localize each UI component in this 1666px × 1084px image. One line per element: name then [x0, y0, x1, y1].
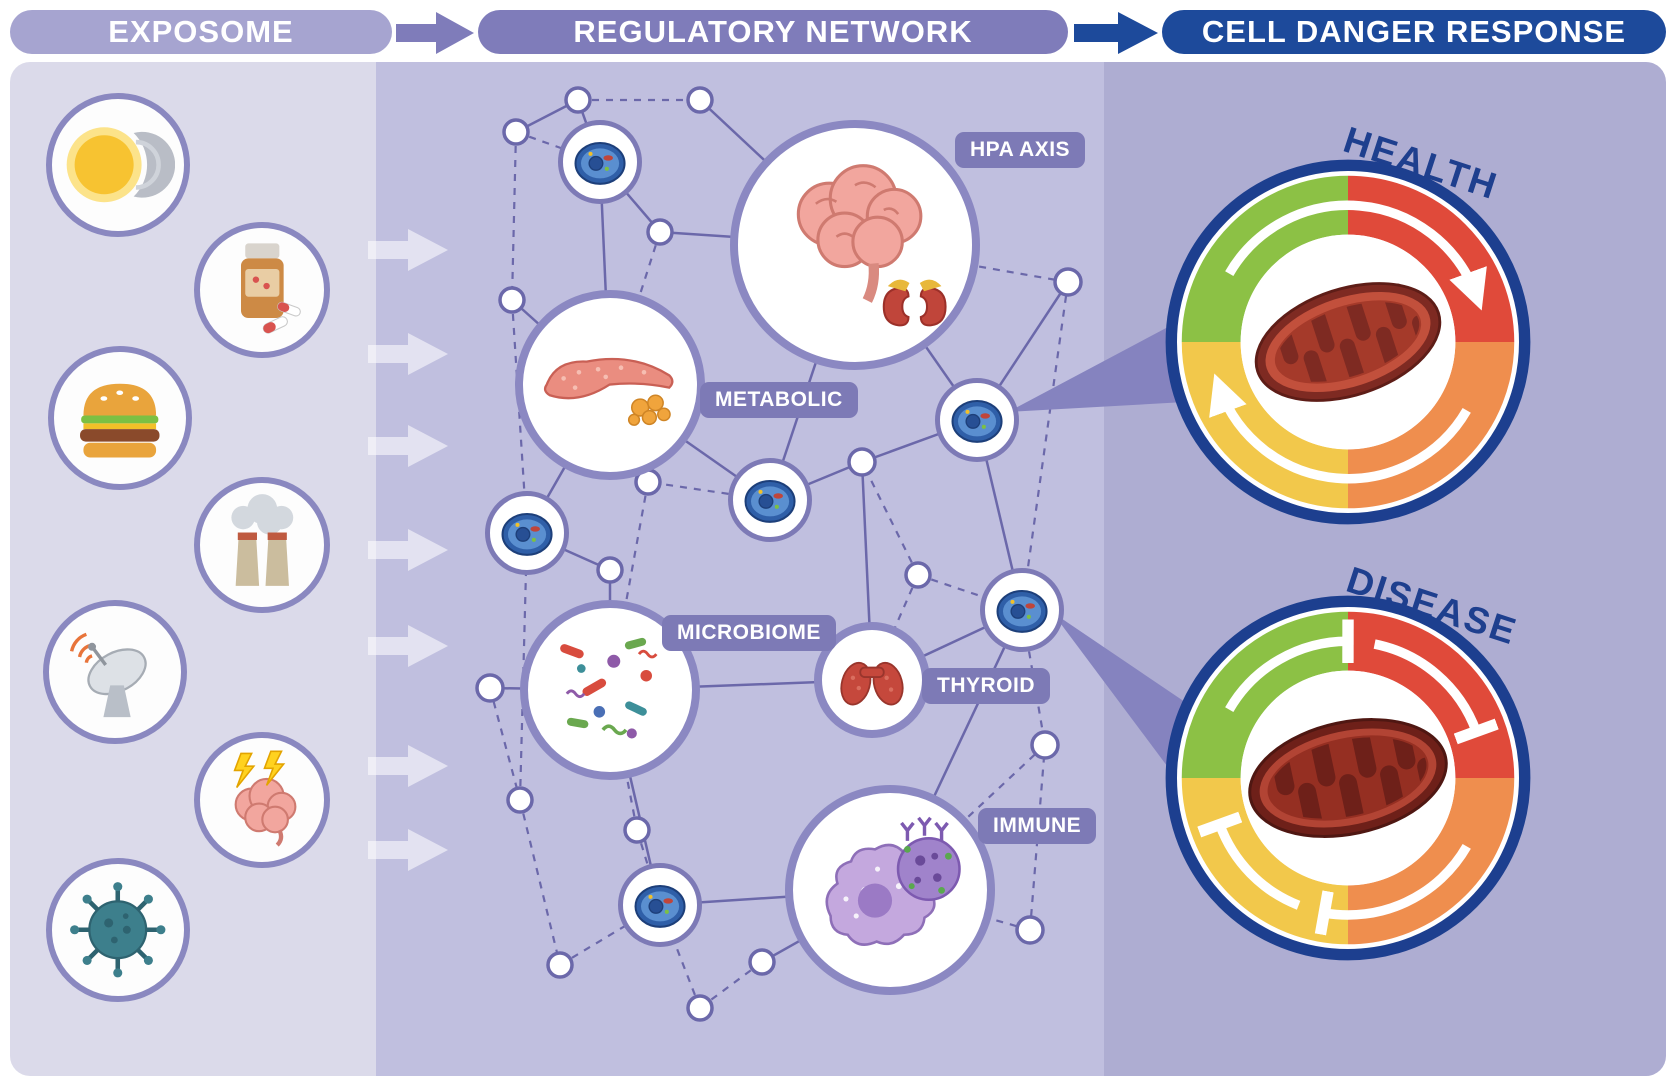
feed-arrow-icon — [368, 745, 448, 787]
arrow-right-icon — [1074, 12, 1158, 54]
feed-arrow-icon — [368, 829, 448, 871]
thyroid-label: THYROID — [922, 668, 1050, 704]
cell-node — [935, 378, 1019, 462]
cell-node — [485, 491, 569, 575]
exposome-item-pollution — [194, 477, 330, 613]
virus-icon — [70, 882, 166, 978]
pancreas-icon — [544, 358, 674, 427]
header-regulatory-network: REGULATORY NETWORK — [478, 10, 1068, 54]
exposome-item-light-cycle — [46, 93, 190, 237]
exposome-item-pathogens — [46, 858, 190, 1002]
cell-node — [728, 458, 812, 542]
cell-icon — [634, 884, 686, 928]
microbiome-node — [520, 600, 700, 780]
metabolic-node — [515, 290, 705, 480]
mitochondrion-swollen-icon — [1248, 718, 1448, 838]
exposome-item-medications — [194, 222, 330, 358]
cell-icon — [574, 141, 626, 185]
mitochondrion-icon — [1254, 282, 1442, 402]
satellite-dish-icon — [70, 632, 147, 718]
exposome-item-diet — [48, 346, 192, 490]
immune-cells-icon — [825, 816, 961, 946]
metabolic-label: METABOLIC — [700, 382, 858, 418]
brain-lightning-icon — [233, 750, 297, 847]
cell-icon — [951, 399, 1003, 443]
microbiome-label: MICROBIOME — [662, 615, 836, 651]
cell-node — [618, 863, 702, 947]
feed-arrow-icon — [368, 625, 448, 667]
header-exposome: EXPOSOME — [10, 10, 392, 54]
exposome-item-emf — [43, 600, 187, 744]
hpa-axis-label: HPA AXIS — [955, 132, 1086, 168]
hpa-axis-node — [730, 120, 980, 370]
sun-moon-icon — [66, 127, 175, 203]
header-cell-danger-response: CELL DANGER RESPONSE — [1162, 10, 1666, 54]
thyroid-icon — [840, 661, 904, 706]
feed-arrow-icon — [368, 425, 448, 467]
health-gauge — [1158, 152, 1538, 532]
cell-icon — [501, 512, 553, 556]
network-junction-nodes — [475, 86, 1083, 1022]
exposome-item-stress — [194, 732, 330, 868]
hamburger-icon — [80, 383, 160, 458]
disease-blocked-cycle-icon — [1165, 595, 1531, 961]
feed-arrow-icon — [368, 229, 448, 271]
cell-icon — [744, 479, 796, 523]
pill-bottle-icon — [240, 243, 301, 334]
thyroid-node — [814, 622, 930, 738]
cell-node — [980, 568, 1064, 652]
immune-label: IMMUNE — [978, 808, 1097, 844]
arrow-right-icon — [396, 12, 474, 54]
disease-gauge — [1158, 588, 1538, 968]
feed-arrow-icon — [368, 333, 448, 375]
cell-icon — [996, 589, 1048, 633]
immune-node — [785, 785, 995, 995]
health-cycle-icon — [1165, 159, 1531, 525]
brain-adrenal-icon — [796, 164, 947, 327]
microbiome-icon — [559, 637, 658, 739]
factory-smoke-icon — [231, 493, 293, 586]
feed-arrow-icon — [368, 529, 448, 571]
cell-node — [558, 120, 642, 204]
